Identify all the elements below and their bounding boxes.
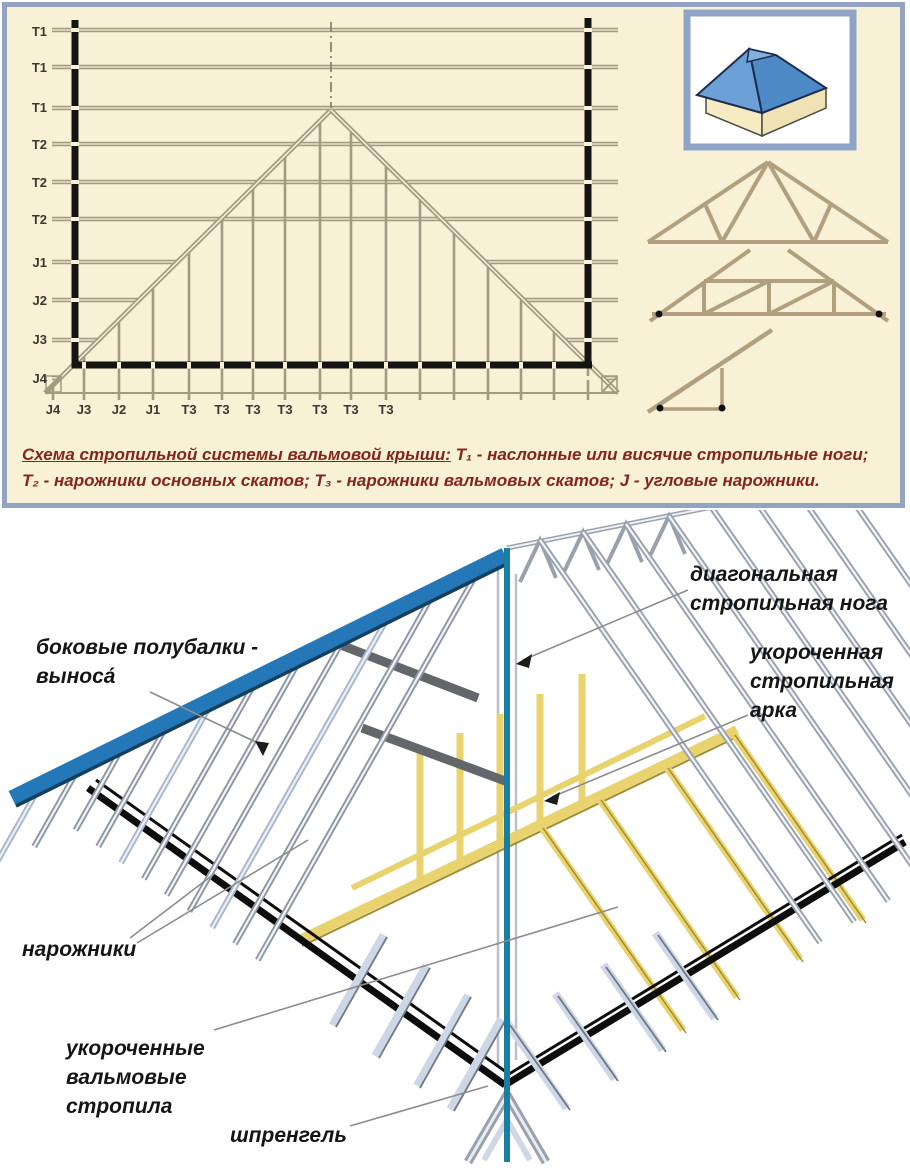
plan-left-label: T1 [32,100,47,115]
label-line: диагональная [690,563,838,586]
wall-plates [85,778,907,1088]
yellow-rafter-edges [542,734,867,1034]
plan-left-label: J3 [33,332,47,347]
label-shortened-hip-rafters: укороченные вальмовые стропила [66,1034,205,1121]
yellow-frame [297,674,867,1034]
shortened-hip-jacks [328,930,719,1112]
plan-left-label: T1 [32,24,47,39]
plan-bottom-label: T3 [343,402,358,417]
label-line: арка [750,699,798,722]
label-line: укороченная [750,641,884,664]
plan-caption: Схема стропильной системы вальмовой крыш… [22,442,882,495]
truss-joint-dots [655,310,883,412]
label-jack-rafters: нарожники [22,935,136,964]
plan-bottom-label: T3 [312,402,327,417]
plan-bottom-label: J1 [146,402,160,417]
gray-brace [331,637,480,703]
label-line: стропильная нога [690,592,888,615]
plan-bottom-label: J2 [112,402,126,417]
plan-left-label: T2 [32,175,47,190]
label-side-half-beams: боковые полубалки - выноса́ [36,633,258,691]
label-line: шпренгель [230,1124,347,1147]
plan-bottom-labels: J4 J3 J2 J1 T3 T3 T3 T3 T3 T3 T3 [46,402,394,417]
label-line: нарожники [22,938,137,961]
plan-left-label: J2 [33,293,47,308]
label-diagonal-rafter: диагональная стропильная нога [690,560,888,618]
label-line: вальмовые [66,1066,187,1089]
plan-bottom-label: J4 [46,402,61,417]
plan-left-label: T2 [32,137,47,152]
label-sprengel: шпренгель [230,1121,347,1150]
plan-left-label: J4 [33,371,48,386]
plan-left-label: T2 [32,212,47,227]
plan-bottom-label: J3 [77,402,91,417]
plan-left-label: T1 [32,60,47,75]
label-line: укороченные [66,1037,205,1060]
hip-roof-inset [683,9,857,151]
plan-bottom-label: T3 [245,402,260,417]
fascia-board [8,548,510,808]
label-line: стропильная [750,670,894,693]
plan-bottom-label: T3 [277,402,292,417]
plan-left-label: J1 [33,255,47,270]
leader-arrowheads [255,654,560,805]
caption-lead: Схема стропильной системы вальмовой крыш… [22,445,451,464]
label-line: боковые полубалки - [36,636,259,659]
plan-bottom-label: T3 [181,402,196,417]
truss-type-figures [646,160,890,414]
corner-jack-figure [646,328,774,414]
truncated-hip-truss-figure [648,248,890,323]
plan-bottom-label: T3 [378,402,393,417]
hip-roof-icon [694,47,829,138]
leader-lines [129,589,749,1127]
label-line: выноса́ [36,665,116,688]
label-line: стропила [66,1095,173,1118]
plan-lines [43,18,620,400]
label-shortened-truss-arch: укороченная стропильная арка [750,638,894,725]
caption-body: T₁ - наслонные или висячие стропильные н… [22,445,869,491]
roof-framing-3d-diagram [0,510,910,1165]
ridge-beam-highlight [506,510,703,549]
main-truss-figure [646,160,890,244]
plan-bottom-label: T3 [214,402,229,417]
